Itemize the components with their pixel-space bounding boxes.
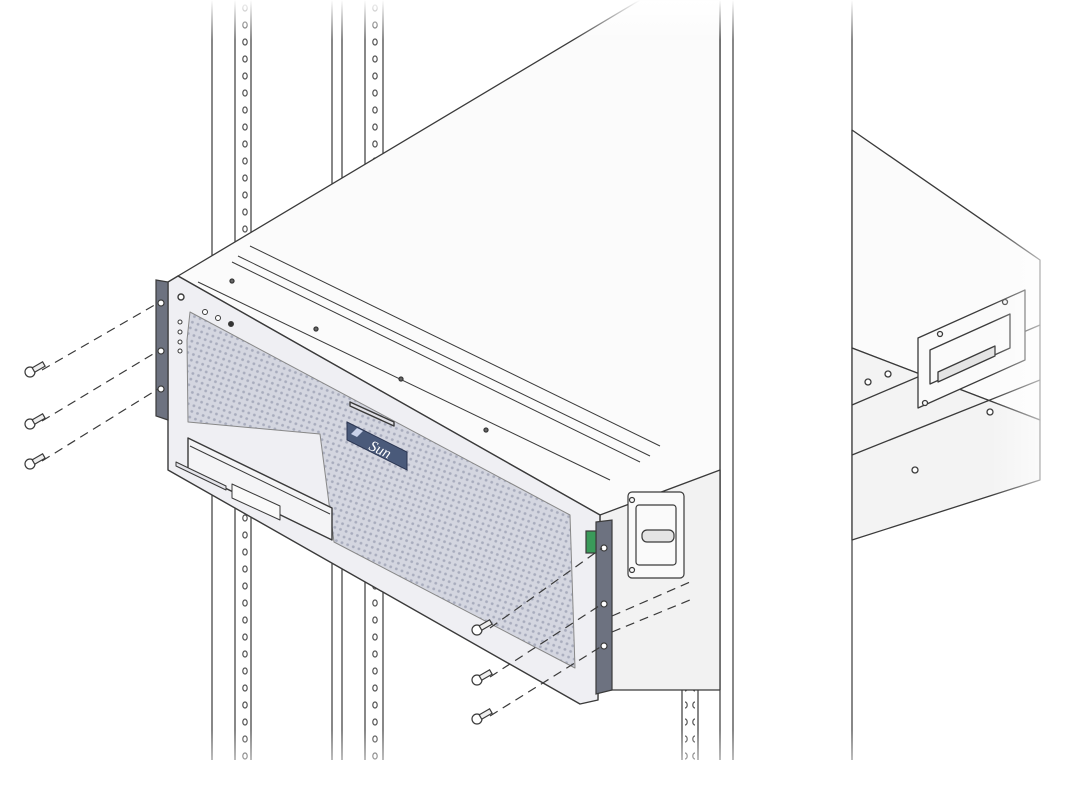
mesh-grille — [186, 311, 576, 669]
screw-icon — [471, 619, 493, 636]
front-bezel — [167, 275, 601, 705]
right-screw-guides — [489, 547, 691, 717]
left-screw-guides — [41, 302, 159, 462]
screw-icon — [24, 453, 46, 470]
screw-icon — [24, 361, 46, 378]
left-mounting-ear — [155, 279, 169, 421]
screw-icon — [24, 413, 46, 430]
dvd-drive-bay — [187, 437, 333, 541]
screws — [24, 361, 493, 725]
screw-icon — [471, 669, 493, 686]
right-mounting-ear — [585, 519, 613, 695]
screw-icon — [471, 708, 493, 725]
chassis-side-handle — [627, 491, 685, 579]
